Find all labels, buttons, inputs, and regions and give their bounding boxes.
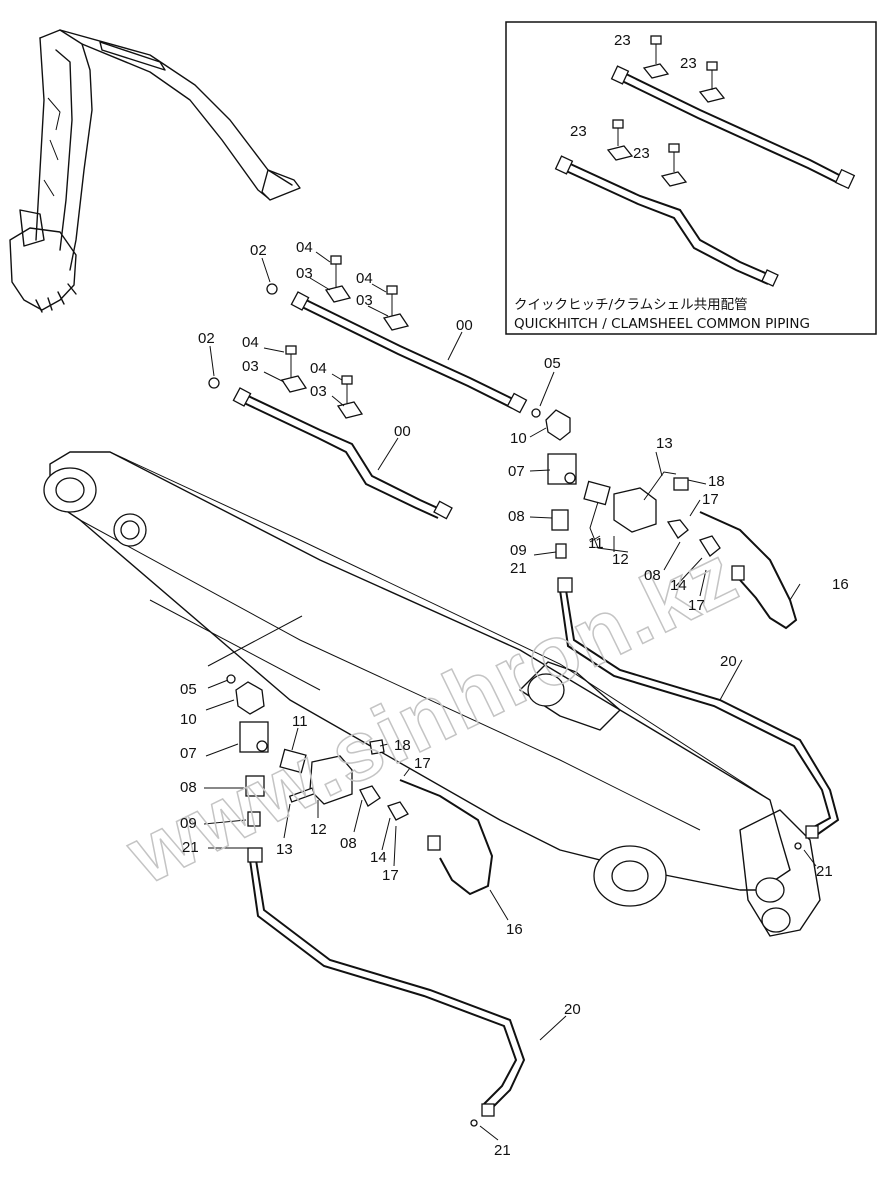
callout-12: 12	[310, 821, 327, 838]
callout-21: 21	[510, 560, 527, 577]
callout-03: 03	[242, 358, 259, 375]
excavator-arm-thumbnail	[9, 29, 301, 313]
callout-08: 08	[340, 835, 357, 852]
callout-00: 00	[456, 317, 473, 334]
callout-18: 18	[394, 737, 411, 754]
callout-23: 23	[570, 123, 587, 140]
callout-08: 08	[508, 508, 525, 525]
callout-07: 07	[180, 745, 197, 762]
callout-14: 14	[670, 577, 687, 594]
callout-21: 21	[494, 1142, 511, 1159]
callout-03: 03	[356, 292, 373, 309]
callout-17: 17	[702, 491, 719, 508]
callout-18: 18	[708, 473, 725, 490]
callout-23: 23	[680, 55, 697, 72]
callout-02: 02	[198, 330, 215, 347]
callout-17: 17	[688, 597, 705, 614]
callout-00: 00	[394, 423, 411, 440]
callout-12: 12	[612, 551, 629, 568]
leader-lines	[203, 251, 817, 1141]
callout-13: 13	[656, 435, 673, 452]
callout-04: 04	[356, 270, 373, 287]
quickhitch-inset-box: 23 23 23 23 クイックヒッチ/クラムシェル共用配管 QUICKHITC…	[505, 21, 877, 335]
callout-05: 05	[180, 681, 197, 698]
valve-assembly-right	[531, 408, 840, 839]
callout-09: 09	[180, 815, 197, 832]
callout-07: 07	[508, 463, 525, 480]
callout-16: 16	[506, 921, 523, 938]
callout-17: 17	[382, 867, 399, 884]
callout-17: 17	[414, 755, 431, 772]
callout-11: 11	[588, 535, 604, 552]
pipe-00-upper	[266, 255, 528, 414]
callout-11: 11	[292, 713, 308, 730]
callout-14: 14	[370, 849, 387, 866]
arm-body	[43, 451, 821, 937]
callout-20: 20	[564, 1001, 581, 1018]
callout-16: 16	[832, 576, 849, 593]
callout-10: 10	[180, 711, 197, 728]
callout-04: 04	[296, 239, 313, 256]
callout-08: 08	[180, 779, 197, 796]
callout-13: 13	[276, 841, 293, 858]
callout-03: 03	[310, 383, 327, 400]
callout-21: 21	[816, 863, 833, 880]
callout-04: 04	[242, 334, 259, 351]
inset-caption-jp: クイックヒッチ/クラムシェル共用配管	[514, 297, 748, 313]
callout-08: 08	[644, 567, 661, 584]
pipe-00-lower	[208, 345, 453, 520]
callout-23: 23	[633, 145, 650, 162]
callout-09: 09	[510, 542, 527, 559]
callout-20: 20	[720, 653, 737, 670]
callout-02: 02	[250, 242, 267, 259]
inset-caption-en: QUICKHITCH / CLAMSHEEL COMMON PIPING	[514, 316, 810, 332]
callout-04: 04	[310, 360, 327, 377]
callout-03: 03	[296, 265, 313, 282]
callout-10: 10	[510, 430, 527, 447]
callout-21: 21	[182, 839, 199, 856]
callout-23: 23	[614, 32, 631, 49]
callout-05: 05	[544, 355, 561, 372]
valve-assembly-left	[226, 674, 802, 1127]
